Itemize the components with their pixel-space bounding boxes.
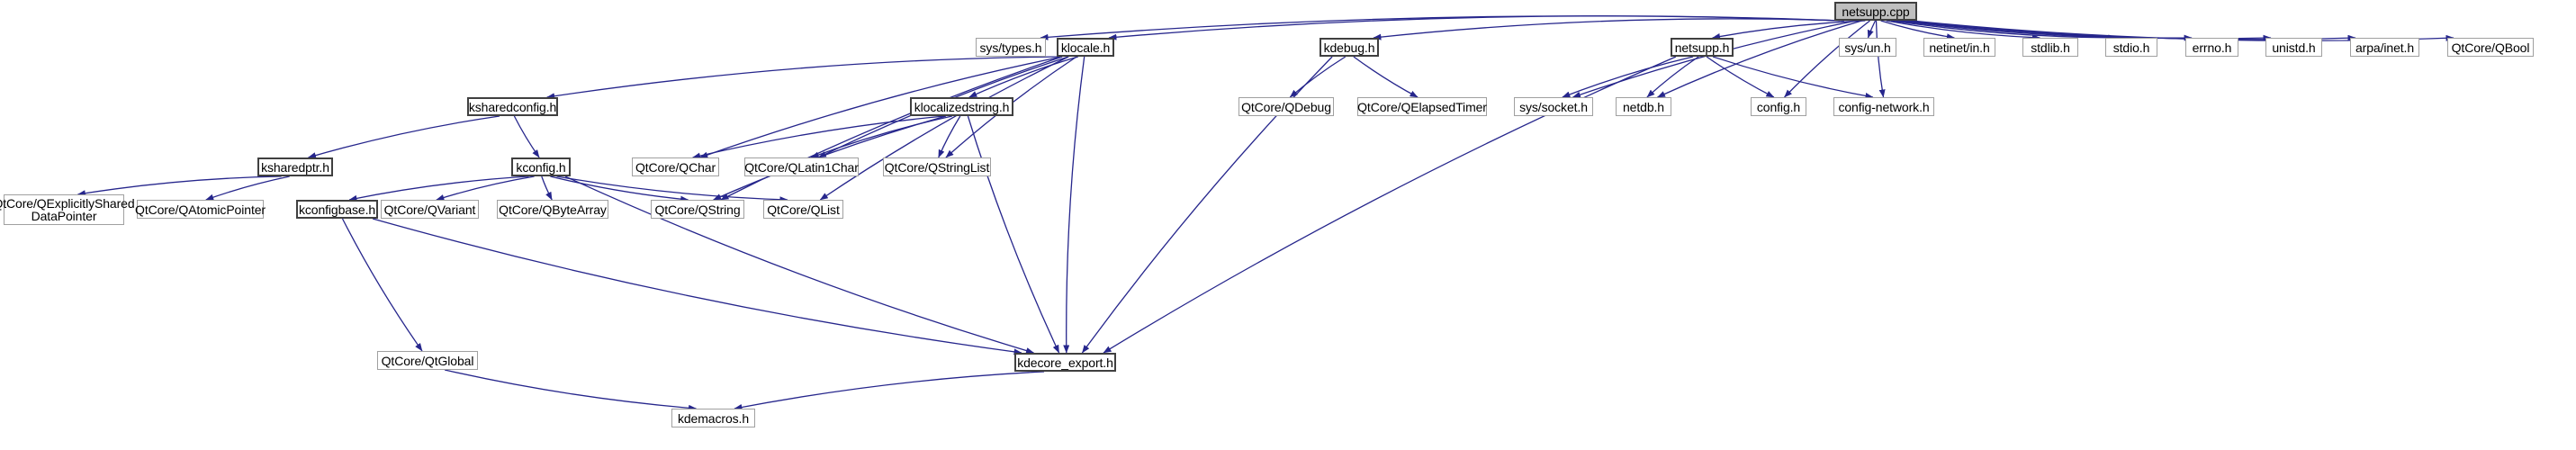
graph-edge <box>541 176 553 201</box>
graph-node-kconfigbase-h[interactable]: kconfigbase.h <box>296 200 378 219</box>
graph-edge <box>713 115 947 201</box>
graph-edge <box>1900 20 2272 41</box>
graph-node-config-network-h[interactable]: config-network.h <box>1833 97 1934 116</box>
graph-node-qtcore-qlist[interactable]: QtCore/QList <box>763 200 843 219</box>
graph-edge <box>1063 56 1085 354</box>
graph-edge <box>1289 56 1347 98</box>
graph-node-errno-h[interactable]: errno.h <box>2185 38 2238 57</box>
graph-edge <box>967 115 1060 354</box>
graph-edge <box>436 176 535 201</box>
graph-edge <box>819 56 1069 201</box>
graph-edge <box>1712 56 1874 99</box>
graph-node-netinet-in-h[interactable]: netinet/in.h <box>1923 38 1995 57</box>
graph-node-qtcore-qbool[interactable]: QtCore/QBool <box>2447 38 2534 57</box>
graph-node-klocalizedstring-h[interactable]: klocalizedstring.h <box>910 97 1013 116</box>
graph-node-stdio-h[interactable]: stdio.h <box>2105 38 2157 57</box>
graph-node-netsupp-h[interactable]: netsupp.h <box>1671 38 1734 57</box>
graph-edge <box>546 56 1063 100</box>
graph-edge <box>734 371 1045 410</box>
graph-edge <box>1880 20 1955 40</box>
graph-edge <box>444 369 697 411</box>
graph-edge <box>550 176 689 202</box>
graph-edge <box>348 176 529 202</box>
graph-node-sys-types-h[interactable]: sys/types.h <box>976 38 1046 57</box>
graph-node-qtcore-qatomicpointer[interactable]: QtCore/QAtomicPointer <box>135 200 266 219</box>
graph-edge <box>308 115 500 158</box>
graph-edge <box>513 115 540 158</box>
graph-edge <box>1712 20 1866 40</box>
graph-node-qtcore-qtglobal[interactable]: QtCore/QtGlobal <box>377 351 478 370</box>
graph-node-qtcore-qlatin1char[interactable]: QtCore/QLatin1Char <box>744 158 859 176</box>
graph-node-qtcore-qesdp[interactable]: QtCore/QExplicitlyShared DataPointer <box>0 194 135 225</box>
graph-node-kconfig-h[interactable]: kconfig.h <box>511 158 571 176</box>
graph-node-qtcore-qstringlist[interactable]: QtCore/QStringList <box>883 158 991 176</box>
graph-edge <box>1562 56 1694 98</box>
graph-node-qtcore-qdebug[interactable]: QtCore/QDebug <box>1238 97 1334 116</box>
graph-edge <box>205 176 290 201</box>
graph-node-klocale-h[interactable]: klocale.h <box>1057 38 1114 57</box>
graph-edge <box>341 218 423 352</box>
graph-edge <box>1657 20 1862 98</box>
graph-node-sys-un-h[interactable]: sys/un.h <box>1839 38 1896 57</box>
graph-node-ksharedptr-h[interactable]: ksharedptr.h <box>257 158 333 176</box>
graph-node-ksharedconfig-h[interactable]: ksharedconfig.h <box>467 97 558 116</box>
graph-edge <box>564 176 1034 354</box>
graph-edge <box>720 56 1063 201</box>
graph-node-qtcore-qchar[interactable]: QtCore/QChar <box>632 158 719 176</box>
graph-edge <box>372 218 1022 356</box>
graph-edge <box>1646 56 1699 98</box>
graph-node-netdb-h[interactable]: netdb.h <box>1616 97 1671 116</box>
graph-node-qtcore-qvariant[interactable]: QtCore/QVariant <box>381 200 479 219</box>
graph-edge <box>1886 20 2040 41</box>
graph-edge <box>1706 56 1775 98</box>
graph-edge <box>810 115 952 158</box>
graph-edge <box>968 56 1078 98</box>
graph-edge <box>692 115 945 159</box>
graph-edge <box>556 176 788 203</box>
graph-edge <box>1108 15 1841 40</box>
graph-edge <box>938 115 961 158</box>
graph-edge <box>1353 56 1419 98</box>
graph-edge <box>1867 20 1877 39</box>
graph-node-netsupp-cpp[interactable]: netsupp.cpp <box>1834 2 1917 21</box>
graph-node-arpa-inet-h[interactable]: arpa/inet.h <box>2350 38 2419 57</box>
graph-edge <box>1784 20 1870 98</box>
graph-node-kdebug-h[interactable]: kdebug.h <box>1320 38 1379 57</box>
graph-edge <box>1875 20 1886 98</box>
graph-edge <box>1103 56 1677 354</box>
graph-node-qtcore-qstring[interactable]: QtCore/QString <box>651 200 744 219</box>
graph-node-config-h[interactable]: config.h <box>1751 97 1806 116</box>
graph-node-qtcore-qelapsedtimer[interactable]: QtCore/QElapsedTimer <box>1357 97 1487 116</box>
graph-node-kdemacros-h[interactable]: kdemacros.h <box>671 409 755 428</box>
graph-edge <box>699 56 1063 158</box>
graph-edge <box>1081 56 1333 354</box>
graph-node-qtcore-qbytearray[interactable]: QtCore/QByteArray <box>497 200 608 219</box>
graph-node-sys-socket-h[interactable]: sys/socket.h <box>1514 97 1593 116</box>
graph-node-stdlib-h[interactable]: stdlib.h <box>2022 38 2078 57</box>
graph-edge <box>77 176 282 197</box>
graph-edge <box>1572 20 1857 98</box>
graph-edge <box>1373 18 1844 40</box>
graph-node-kdecore-export-h[interactable]: kdecore_export.h <box>1014 353 1116 372</box>
graph-edge <box>1890 20 2117 41</box>
graph-node-unistd-h[interactable]: unistd.h <box>2265 38 2322 57</box>
